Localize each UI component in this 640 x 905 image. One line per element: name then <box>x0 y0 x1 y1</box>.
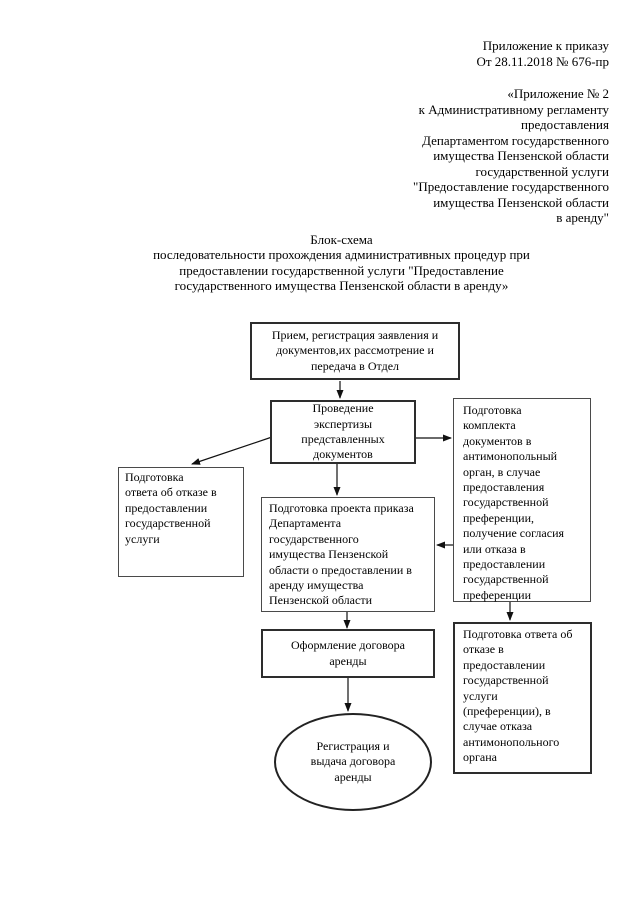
node-refusal-preference: Подготовка ответа об отказе в предоставл… <box>453 622 592 774</box>
node-contract: Оформление договора аренды <box>261 629 435 678</box>
page-title: Блок-схема последовательности прохождени… <box>153 232 530 293</box>
order-reference: Приложение к приказу От 28.11.2018 № 676… <box>476 38 609 69</box>
annex-reference: «Приложение № 2 к Административному регл… <box>413 86 609 225</box>
node-antimonopoly: Подготовка комплекта документов в антимо… <box>453 398 591 602</box>
node-registration: Регистрация и выдача договора аренды <box>274 713 432 811</box>
node-expertise: Проведение экспертизы представленных док… <box>270 400 416 464</box>
node-reception: Прием, регистрация заявления и документо… <box>250 322 460 380</box>
node-refusal-service: Подготовка ответа об отказе в предоставл… <box>118 467 244 577</box>
arrow-expertise-to-refusal <box>191 436 273 465</box>
node-order-draft: Подготовка проекта приказа Департамента … <box>261 497 435 612</box>
